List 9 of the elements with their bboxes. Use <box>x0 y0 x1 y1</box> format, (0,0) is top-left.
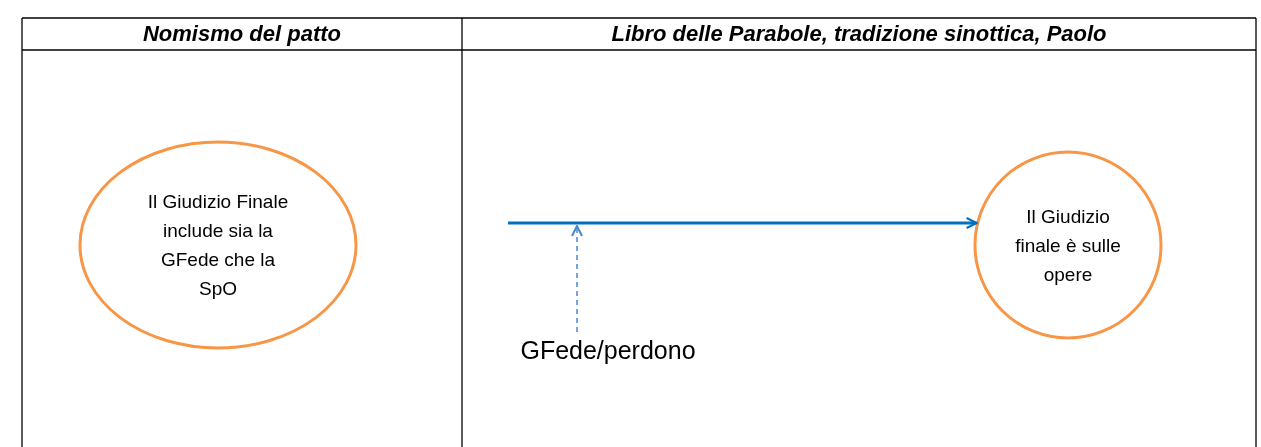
ellipse-node <box>973 150 1163 340</box>
arrow <box>508 217 978 229</box>
dashed-arrow <box>571 225 583 333</box>
annotation-text: GFede/perdono <box>498 332 718 368</box>
column-header: Libro delle Parabole, tradizione sinottica, Paolo <box>610 20 1108 48</box>
column-header: Nomismo del patto <box>142 20 342 48</box>
ellipse-node <box>78 140 358 350</box>
node-text: Il Giudizio finale è sulle opere <box>1014 204 1122 287</box>
node-text: Il Giudizio Finale include sia la GFede che la SpO <box>146 190 290 301</box>
